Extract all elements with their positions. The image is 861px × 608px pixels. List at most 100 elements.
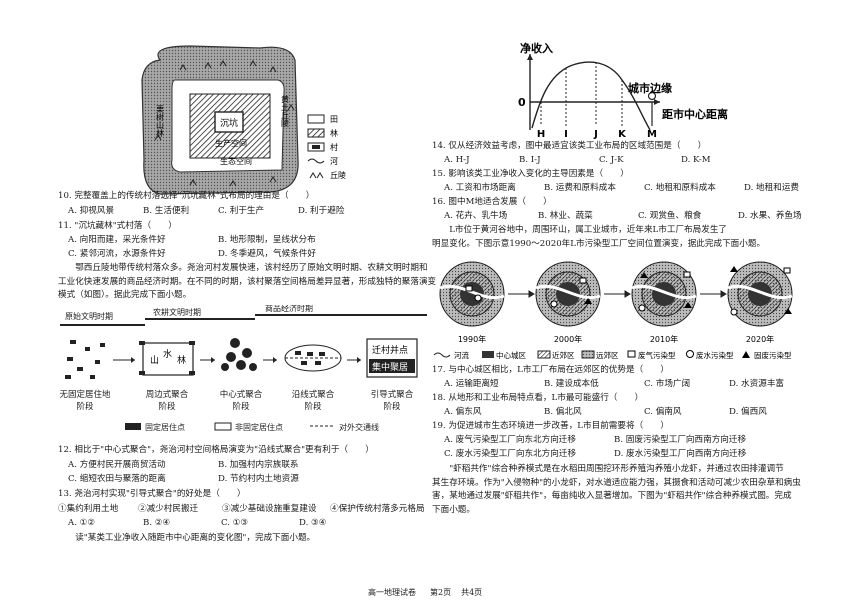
factory-evolution-maps: 1990年 2000年 2010年 2020年 bbox=[439, 261, 793, 344]
map-2020 bbox=[727, 261, 793, 327]
q11-option-a[interactable]: A. 向阳而建，采光条件好 bbox=[68, 235, 166, 245]
q19-options-1: A. 废气污染型工厂向东北方向迁移 B. 固废污染型工厂向西南方向迁移 bbox=[444, 434, 746, 447]
year-2020: 2020年 bbox=[746, 334, 774, 344]
q12-option-b[interactable]: B. 加强村内宗族联系 bbox=[218, 460, 299, 470]
income-curve bbox=[531, 61, 651, 131]
q15-option-b[interactable]: B. 运费和原料成本 bbox=[544, 183, 616, 193]
q18-option-d[interactable]: D. 偏西风 bbox=[729, 407, 767, 417]
q14-option-d[interactable]: D. K-M bbox=[681, 155, 711, 165]
stage5-label-b: 阶段 bbox=[383, 401, 401, 412]
intro-shrimp-rice: "虾稻共作"综合种养模式是在水稻田周围挖环形养殖沟养殖小龙虾，并通过农田排灌调节… bbox=[432, 464, 801, 515]
stage2-forest: 林 bbox=[177, 354, 186, 366]
svg-text:固定居住点: 固定居住点 bbox=[145, 422, 185, 432]
stage2-label-a: 周边式聚合 bbox=[146, 389, 189, 400]
chart-origin: 0 bbox=[518, 96, 526, 109]
village-map: 沉坑 栗树山林 黄土丘陵 生产空间 生态空间 田 林 村 河 丘陵 bbox=[141, 45, 346, 195]
q11-option-b[interactable]: B. 地形限制，呈线状分布 bbox=[218, 235, 316, 245]
svg-text:近郊区: 近郊区 bbox=[552, 350, 575, 360]
q19-option-c[interactable]: C. 废水污染型工厂向东北方向迁移 bbox=[444, 449, 577, 459]
stage4-label-b: 阶段 bbox=[304, 401, 322, 412]
q13-item-4: ④保护传统村落多元格局 bbox=[330, 504, 425, 514]
q10-option-a[interactable]: A. 抑视风景 bbox=[68, 206, 115, 216]
svg-text:田: 田 bbox=[330, 115, 338, 124]
q13-option-b[interactable]: B. ②④ bbox=[143, 518, 171, 528]
q11-options-1: A. 向阳而建，采光条件好 B. 地形限制，呈线状分布 bbox=[68, 234, 316, 247]
svg-text:对外交通线: 对外交通线 bbox=[339, 422, 379, 432]
q15-option-d[interactable]: D. 地租和运费 bbox=[744, 183, 800, 193]
q17-options: A. 运输距离短 B. 建设成本低 C. 市场广阔 D. 水资源丰富 bbox=[444, 378, 784, 391]
evo-legend: 固定居住点 非固定居住点 对外交通线 bbox=[125, 422, 379, 432]
page-footer: 高一地理试卷 第2页 共4页 bbox=[368, 586, 482, 599]
village-center bbox=[214, 111, 244, 133]
q15-option-c[interactable]: C. 地租和原料成本 bbox=[644, 183, 716, 193]
svg-text:河: 河 bbox=[330, 156, 338, 166]
q19-options-2: C. 废水污染型工厂向东北方向迁移 D. 废水污染型工厂向西南方向迁移 bbox=[444, 448, 746, 461]
q16-option-b[interactable]: B. 林业、蔬菜 bbox=[538, 211, 593, 221]
q14-option-b[interactable]: B. I-J bbox=[519, 155, 541, 165]
year-2010: 2010年 bbox=[650, 334, 678, 344]
q10-option-b[interactable]: B. 生活便利 bbox=[143, 206, 190, 216]
q19-option-a[interactable]: A. 废气污染型工厂向东北方向迁移 bbox=[444, 435, 576, 445]
q15-option-a[interactable]: A. 工资和市场距离 bbox=[444, 183, 516, 193]
q13-option-a[interactable]: A. ①② bbox=[68, 518, 96, 528]
stage2-mountain: 山 bbox=[150, 355, 159, 366]
map-living-label: 生态空间 bbox=[220, 156, 252, 166]
q13-item-1: ①集约利用土地 bbox=[58, 504, 119, 514]
city-edge-marker bbox=[647, 91, 657, 101]
q17-option-b[interactable]: B. 建设成本低 bbox=[544, 379, 599, 389]
q18-option-b[interactable]: B. 偏北风 bbox=[544, 407, 582, 417]
q16-option-a[interactable]: A. 花卉、乳牛场 bbox=[444, 211, 508, 221]
svg-text:丘陵: 丘陵 bbox=[330, 171, 346, 180]
q13-item-3: ③减少基础设施重复建设 bbox=[222, 504, 317, 514]
stage1-label-b: 阶段 bbox=[76, 401, 94, 412]
q12-option-c[interactable]: C. 缩短农田与聚落的距离 bbox=[68, 474, 166, 484]
q15-stem: 15. 影响该类工业净收入变化的主导因素是（ ） bbox=[432, 169, 629, 179]
map-legend: 田 林 村 河 丘陵 bbox=[307, 114, 346, 180]
q10-option-d[interactable]: D. 利于避险 bbox=[298, 206, 345, 216]
stage3-label-b: 阶段 bbox=[232, 401, 250, 412]
q14-stem: 14. 仅从经济效益考虑，图中最适宜该类工业布局的区域范围是（ ） bbox=[432, 141, 707, 151]
stage3-cluster bbox=[221, 338, 257, 371]
map-right-label: 黄土丘陵 bbox=[281, 94, 290, 128]
q17-option-d[interactable]: D. 水资源丰富 bbox=[729, 379, 785, 389]
q12-option-a[interactable]: A. 方便村民开展商贸活动 bbox=[68, 460, 166, 470]
q10-stem: 10. 完整覆盖上的传统村落选择"沉坑藏林"式布局的理由是（ ） bbox=[58, 191, 315, 201]
tick-k: K bbox=[618, 129, 627, 140]
tick-h: H bbox=[537, 129, 545, 140]
q19-option-b[interactable]: B. 固废污染型工厂向西南方向迁移 bbox=[614, 435, 747, 445]
q16-option-c[interactable]: C. 观赏鱼、粮食 bbox=[638, 211, 702, 221]
q17-stem: 17. 与中心城区相比，L市工厂布局在远郊区的优势是（ ） bbox=[432, 365, 669, 375]
q14-option-a[interactable]: A. H-J bbox=[444, 155, 470, 165]
map-center-label: 沉坑 bbox=[220, 117, 238, 129]
intro-village: 鄂西丘陵地带传统村落众多。尧治河村发展快速，该村经历了原始文明时期、农耕文明时期… bbox=[58, 263, 437, 300]
q18-option-c[interactable]: C. 偏南风 bbox=[644, 407, 682, 417]
map-1990 bbox=[439, 261, 505, 327]
q18-stem: 18. 从地形和工业布局特点看，L市最可能盛行（ ） bbox=[432, 393, 644, 403]
svg-text:废水污染型: 废水污染型 bbox=[696, 350, 734, 360]
footer-page: 第2页 bbox=[430, 588, 452, 597]
footer-total: 共4页 bbox=[461, 588, 483, 597]
period-primitive: 原始文明时期 bbox=[65, 311, 113, 321]
q10-option-c[interactable]: C. 利于生产 bbox=[218, 206, 265, 216]
q11-option-d[interactable]: D. 冬季避风，气候条件好 bbox=[218, 249, 316, 259]
q12-option-d[interactable]: D. 节约村内土地资源 bbox=[218, 474, 299, 484]
q19-option-d[interactable]: D. 废水污染型工厂向西南方向迁移 bbox=[614, 449, 747, 459]
q14-options: A. H-J B. I-J C. J-K D. K-M bbox=[444, 154, 711, 167]
q13-options: A. ①② B. ②④ C. ①③ D. ③④ bbox=[68, 517, 326, 530]
q17-option-a[interactable]: A. 运输距离短 bbox=[444, 379, 499, 389]
intro-city: L市位于黄河谷地中，周围环山，属工业城市，近年来L市工厂布局发生了 明显变化。下… bbox=[432, 225, 766, 249]
q18-option-a[interactable]: A. 偏东风 bbox=[444, 407, 482, 417]
q17-option-c[interactable]: C. 市场广阔 bbox=[644, 379, 691, 389]
q14-option-c[interactable]: C. J-K bbox=[599, 155, 624, 165]
svg-text:河流: 河流 bbox=[454, 350, 469, 360]
year-1990: 1990年 bbox=[458, 334, 486, 344]
q11-option-c[interactable]: C. 紧邻河流，水源条件好 bbox=[68, 249, 166, 259]
q13-option-c[interactable]: C. ①③ bbox=[221, 518, 249, 528]
svg-text:村: 村 bbox=[330, 142, 338, 152]
q13-option-d[interactable]: D. ③④ bbox=[299, 518, 327, 528]
q16-option-d[interactable]: D. 水果、养鱼场 bbox=[738, 211, 802, 221]
svg-text:废气污染型: 废气污染型 bbox=[638, 350, 676, 360]
settlement-evolution-diagram: 原始文明时期 农耕文明时期 商品经济时期 山 水 林 迁村并点 集中聚居 无固定… bbox=[59, 305, 427, 432]
chart-xlabel: 距市中心距离 bbox=[662, 107, 728, 121]
q13-items: ①集约利用土地 ②减少村民搬迁 ③减少基础设施重复建设 ④保护传统村落多元格局 bbox=[58, 503, 425, 516]
